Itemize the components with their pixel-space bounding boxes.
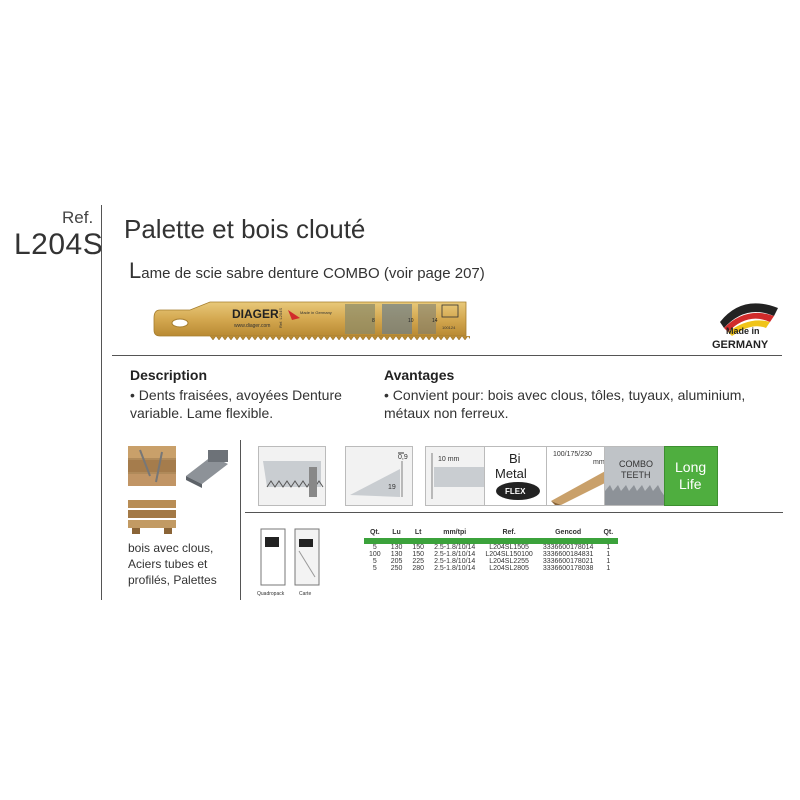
section-divider — [112, 355, 782, 356]
applications-list: bois avec clous, Aciers tubes et profilé… — [128, 540, 238, 588]
blade-dimensions-icon: 0,9 19 — [345, 446, 413, 506]
combo-line2: TEETH — [621, 470, 651, 480]
bimetal-line2: Metal — [495, 466, 527, 481]
col-qt: Qt. — [364, 529, 386, 544]
longlife-line2: Life — [679, 476, 702, 492]
combo-line1: COMBO — [619, 459, 653, 469]
cell: 3336600178021 — [542, 558, 594, 565]
cell: 2.5-1.8/10/14 — [434, 551, 476, 558]
cell: 250 — [390, 565, 403, 572]
carte-label: Carte — [299, 591, 311, 597]
cell: 150 — [412, 551, 425, 558]
cell: 1 — [606, 565, 611, 572]
icons-divider — [245, 512, 783, 513]
description-heading: Description — [130, 367, 208, 383]
col-gencod: Gencod — [537, 529, 599, 544]
cell: 280 — [412, 565, 425, 572]
combo-teeth-icon: COMBO TEETH — [604, 446, 672, 506]
blade-width-icon: 10 mm — [425, 446, 493, 506]
milled-teeth-icon — [258, 446, 326, 506]
cell: L204SL2805 — [489, 565, 529, 572]
col-qt2: Qt. — [598, 529, 619, 544]
blade-brand: DIAGER — [232, 307, 279, 321]
cell: 1 — [606, 558, 611, 565]
cell: 5 — [372, 558, 377, 565]
cell: L204SL2255 — [489, 558, 529, 565]
cell: 3336600184831 — [542, 551, 594, 558]
cell: 130 — [390, 551, 403, 558]
bimetal-flex-icon: Bi Metal FLEX — [484, 446, 552, 506]
blade-mark-2: 10 — [408, 318, 414, 324]
dim-height: 19 — [388, 484, 396, 491]
steel-profile-photo — [182, 446, 232, 488]
flex-label: FLEX — [505, 487, 526, 496]
longlife-line1: Long — [675, 459, 706, 475]
product-subtitle: Lame de scie sabre denture COMBO (voir p… — [129, 258, 485, 284]
bimetal-line1: Bi — [509, 451, 521, 466]
cell: 2.5-1.8/10/14 — [434, 558, 476, 565]
cell: 205 — [390, 558, 403, 565]
dim-width: 10 mm — [438, 456, 460, 463]
col-ref: Ref. — [480, 529, 538, 544]
avantages-heading: Avantages — [384, 367, 455, 383]
product-title: Palette et bois clouté — [124, 214, 366, 244]
blade-made-in: Made in Germany — [300, 310, 332, 315]
spec-table: Qt. Lu Lt mm/tpi Ref. Gencod Qt. 5 130 1… — [364, 529, 619, 572]
col-lu: Lu — [385, 529, 408, 544]
blade-mark-1: 8 — [372, 318, 375, 324]
cell: 3336600178014 — [542, 544, 594, 551]
quadropack-label: Quadropack — [257, 591, 285, 597]
lengths-line2: mm — [593, 459, 605, 466]
cell: 150 — [412, 544, 425, 551]
application-line: bois avec clous, — [128, 541, 214, 555]
subtitle-initial: L — [129, 258, 142, 283]
badge-line2: GERMANY — [712, 339, 769, 351]
cell: 5 — [372, 565, 377, 572]
cell: 1 — [606, 544, 611, 551]
table-row: 5 250 280 2.5-1.8/10/14 L204SL2805 33366… — [364, 565, 618, 572]
blade-mark-3: 14 — [432, 318, 438, 324]
subtitle-rest: ame de scie sabre denture COMBO (voir pa… — [141, 265, 485, 282]
lengths-line1: 100/175/230 — [553, 451, 592, 458]
cell: L204SL1505 — [489, 544, 529, 551]
blade-lengths-icon: 100/175/230 mm — [546, 446, 614, 506]
cell: 2.5-1.8/10/14 — [434, 565, 476, 572]
cell: 100 — [369, 551, 381, 558]
description-text: • Dents fraisées, avoyées Denture variab… — [130, 387, 342, 421]
table-row: 5 205 225 2.5-1.8/10/14 L204SL2255 33366… — [364, 558, 618, 565]
table-row: 5 130 150 2.5-1.8/10/14 L204SL1505 33366… — [364, 541, 618, 551]
ref-code: L204S — [14, 228, 104, 261]
cell: 130 — [390, 544, 403, 551]
application-line: Aciers tubes et — [128, 557, 208, 571]
nailed-wood-photo — [128, 446, 176, 486]
left-divider — [101, 205, 102, 600]
lower-divider — [240, 440, 241, 600]
col-mmtpi: mm/tpi — [429, 529, 481, 544]
blade-code: 100124 — [442, 325, 456, 330]
table-header-row: Qt. Lu Lt mm/tpi Ref. Gencod Qt. — [364, 529, 619, 544]
blade-website: www.diager.com — [234, 323, 270, 329]
cell: 1 — [606, 551, 611, 558]
badge-line1: Made in — [726, 326, 760, 336]
saw-blade-image: DIAGER www.diager.com Made in Germany Re… — [153, 301, 470, 341]
avantages-text: • Convient pour: bois avec clous, tôles,… — [384, 387, 746, 421]
application-line: profilés, Palettes — [128, 573, 217, 587]
dim-thickness: 0,9 — [398, 454, 408, 461]
cell: 3336600178038 — [542, 565, 594, 572]
packaging-image: Quadropack Carte — [257, 528, 320, 597]
ref-label: Ref. — [62, 208, 94, 227]
cell: 5 — [372, 544, 377, 551]
cell: 225 — [412, 558, 425, 565]
cell: 2.5-1.8/10/14 — [434, 544, 476, 551]
blade-ref: Ref. L204S — [278, 308, 283, 328]
cell: L204SL150100 — [485, 551, 533, 558]
made-in-germany-badge: Made in GERMANY — [712, 303, 778, 351]
pallet-wood-photo — [128, 496, 176, 534]
table-row: 100 130 150 2.5-1.8/10/14 L204SL150100 3… — [364, 551, 618, 558]
col-lt: Lt — [407, 529, 430, 544]
long-life-icon: Long Life — [664, 446, 718, 506]
